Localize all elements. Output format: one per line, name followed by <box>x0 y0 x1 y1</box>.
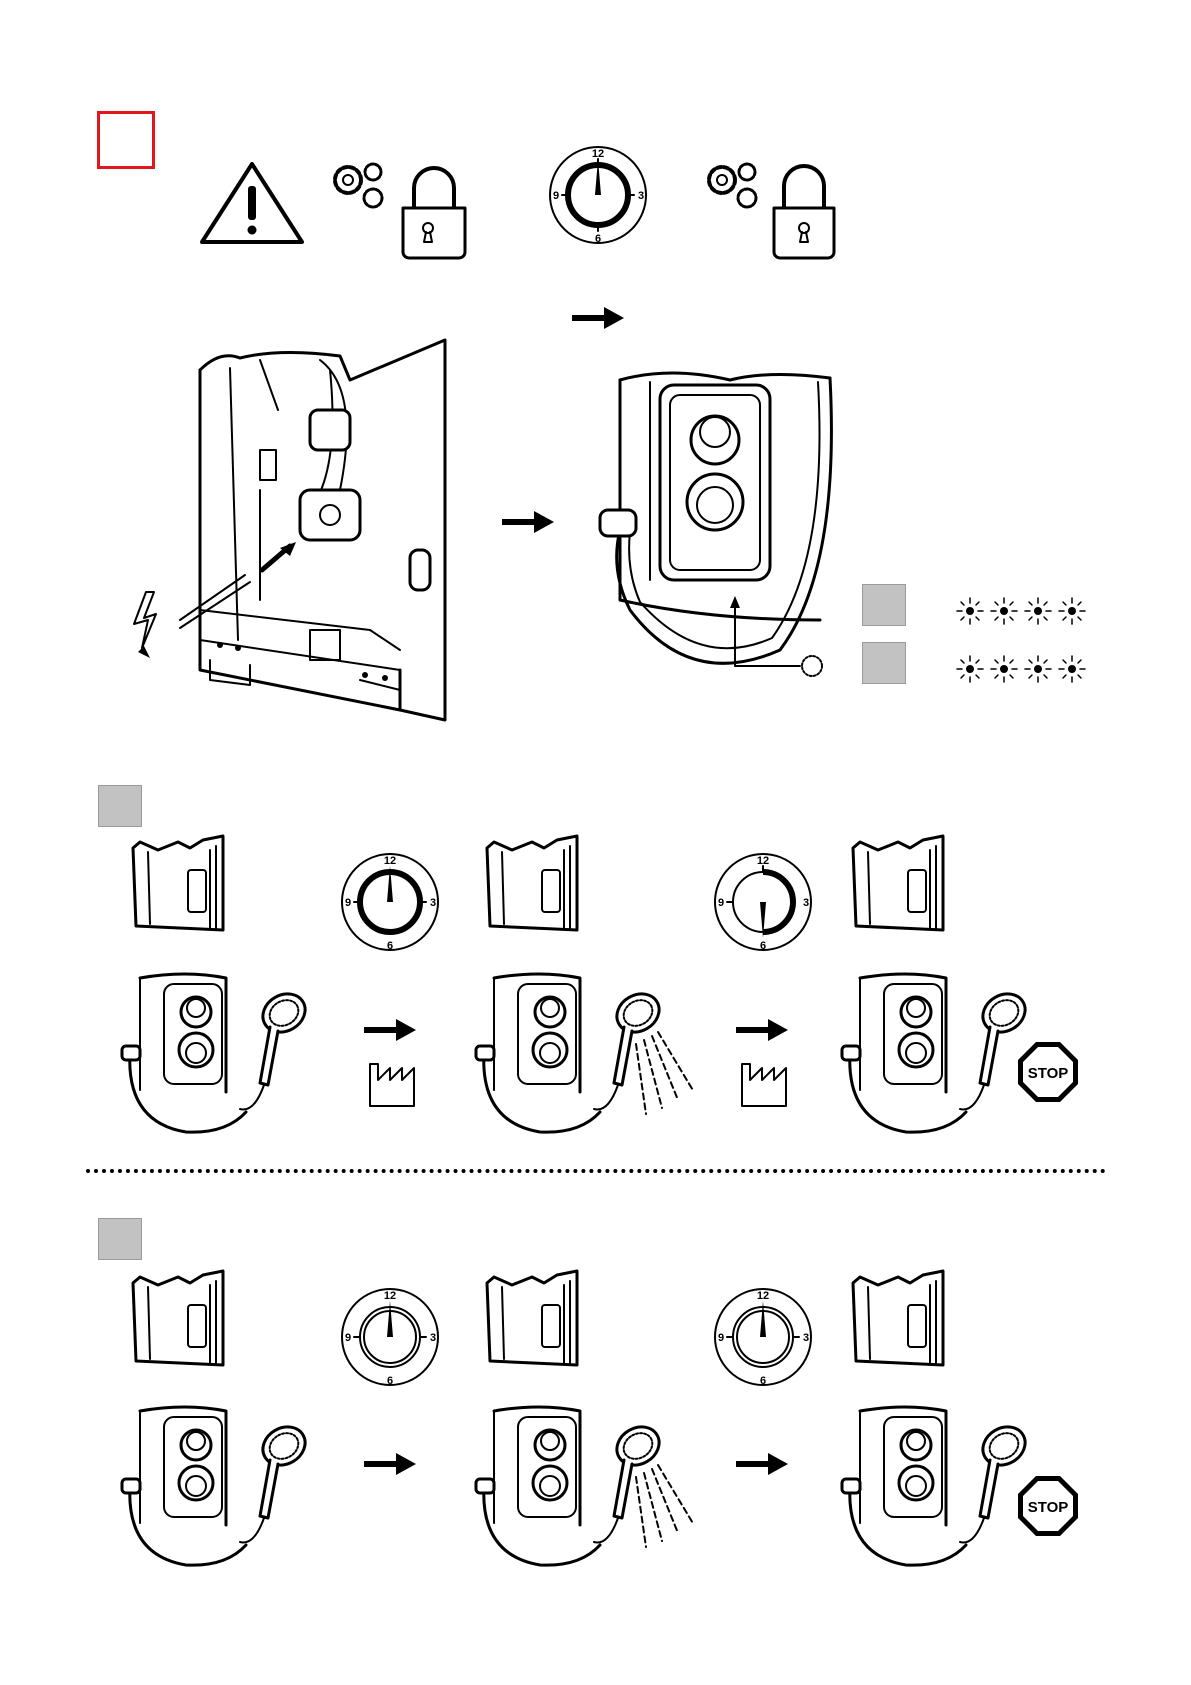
gears-unlocked-padlock-icon <box>328 160 498 260</box>
svg-text:6: 6 <box>387 1375 393 1387</box>
water-spray-2b <box>636 1463 716 1553</box>
svg-text:3: 3 <box>430 1332 436 1344</box>
panel-cap-1a <box>128 830 238 940</box>
shower-unit-1a <box>126 972 256 1142</box>
stop-sign-icon: STOP <box>1014 1040 1084 1106</box>
closed-shower-unit-illustration <box>590 370 840 690</box>
status-box-b <box>862 642 906 684</box>
svg-text:3: 3 <box>803 1332 809 1344</box>
svg-text:6: 6 <box>595 233 601 245</box>
svg-text:3: 3 <box>430 897 436 909</box>
svg-text:9: 9 <box>718 897 724 909</box>
clock-dial-1a: 12 3 6 9 <box>340 852 440 952</box>
svg-text:12: 12 <box>757 855 769 867</box>
step-box-section-2 <box>98 1218 142 1260</box>
handset-1a <box>250 993 320 1123</box>
factory-icon <box>740 1054 790 1110</box>
lightning-bolt-icon <box>128 590 168 660</box>
svg-text:9: 9 <box>553 190 559 202</box>
section-marker <box>97 111 155 169</box>
svg-text:9: 9 <box>718 1332 724 1344</box>
svg-text:12: 12 <box>384 855 396 867</box>
open-shower-unit-illustration <box>110 350 450 720</box>
svg-text:6: 6 <box>387 940 393 952</box>
arrow-right-icon <box>734 1450 790 1478</box>
clock-dial-2b: 12 3 6 9 <box>713 1287 813 1387</box>
clock-dial-1b: 12 3 6 9 <box>713 852 813 952</box>
water-spray-1b <box>636 1030 716 1120</box>
shower-unit-2c <box>846 1405 976 1575</box>
panel-cap-1c <box>848 830 958 940</box>
shower-unit-1b <box>480 972 610 1142</box>
panel-cap-1b <box>482 830 592 940</box>
clock-dial-2a: 12 3 6 9 <box>340 1287 440 1387</box>
shower-unit-2b <box>480 1405 610 1575</box>
panel-cap-2b <box>482 1265 592 1375</box>
arrow-right-icon <box>500 508 556 536</box>
gears-locked-padlock-icon <box>702 160 842 260</box>
step-box-section-1 <box>98 785 142 827</box>
arrow-right-icon <box>570 304 626 332</box>
blinking-lights-row-b <box>955 654 1095 684</box>
svg-text:STOP: STOP <box>1028 1499 1069 1516</box>
arrow-right-icon <box>734 1016 790 1044</box>
stop-sign-icon: STOP <box>1014 1474 1084 1540</box>
factory-icon <box>368 1054 418 1110</box>
handset-2a <box>250 1426 320 1556</box>
shower-unit-1c <box>846 972 976 1142</box>
svg-text:9: 9 <box>345 1332 351 1344</box>
svg-text:3: 3 <box>803 897 809 909</box>
svg-text:12: 12 <box>384 1290 396 1302</box>
arrow-right-icon <box>362 1016 418 1044</box>
svg-text:12: 12 <box>592 148 604 160</box>
svg-text:3: 3 <box>638 190 644 202</box>
svg-text:6: 6 <box>760 1375 766 1387</box>
svg-text:STOP: STOP <box>1028 1065 1069 1082</box>
warning-triangle-icon <box>198 160 306 246</box>
svg-text:9: 9 <box>345 897 351 909</box>
panel-cap-2c <box>848 1265 958 1375</box>
status-box-a <box>862 584 906 626</box>
blinking-lights-row-a <box>955 596 1095 626</box>
clock-dial-icon: 12 3 6 9 <box>548 145 648 245</box>
shower-unit-2a <box>126 1405 256 1575</box>
svg-text:12: 12 <box>757 1290 769 1302</box>
dotted-divider <box>86 1169 1106 1173</box>
svg-text:6: 6 <box>760 940 766 952</box>
arrow-right-icon <box>362 1450 418 1478</box>
panel-cap-2a <box>128 1265 238 1375</box>
